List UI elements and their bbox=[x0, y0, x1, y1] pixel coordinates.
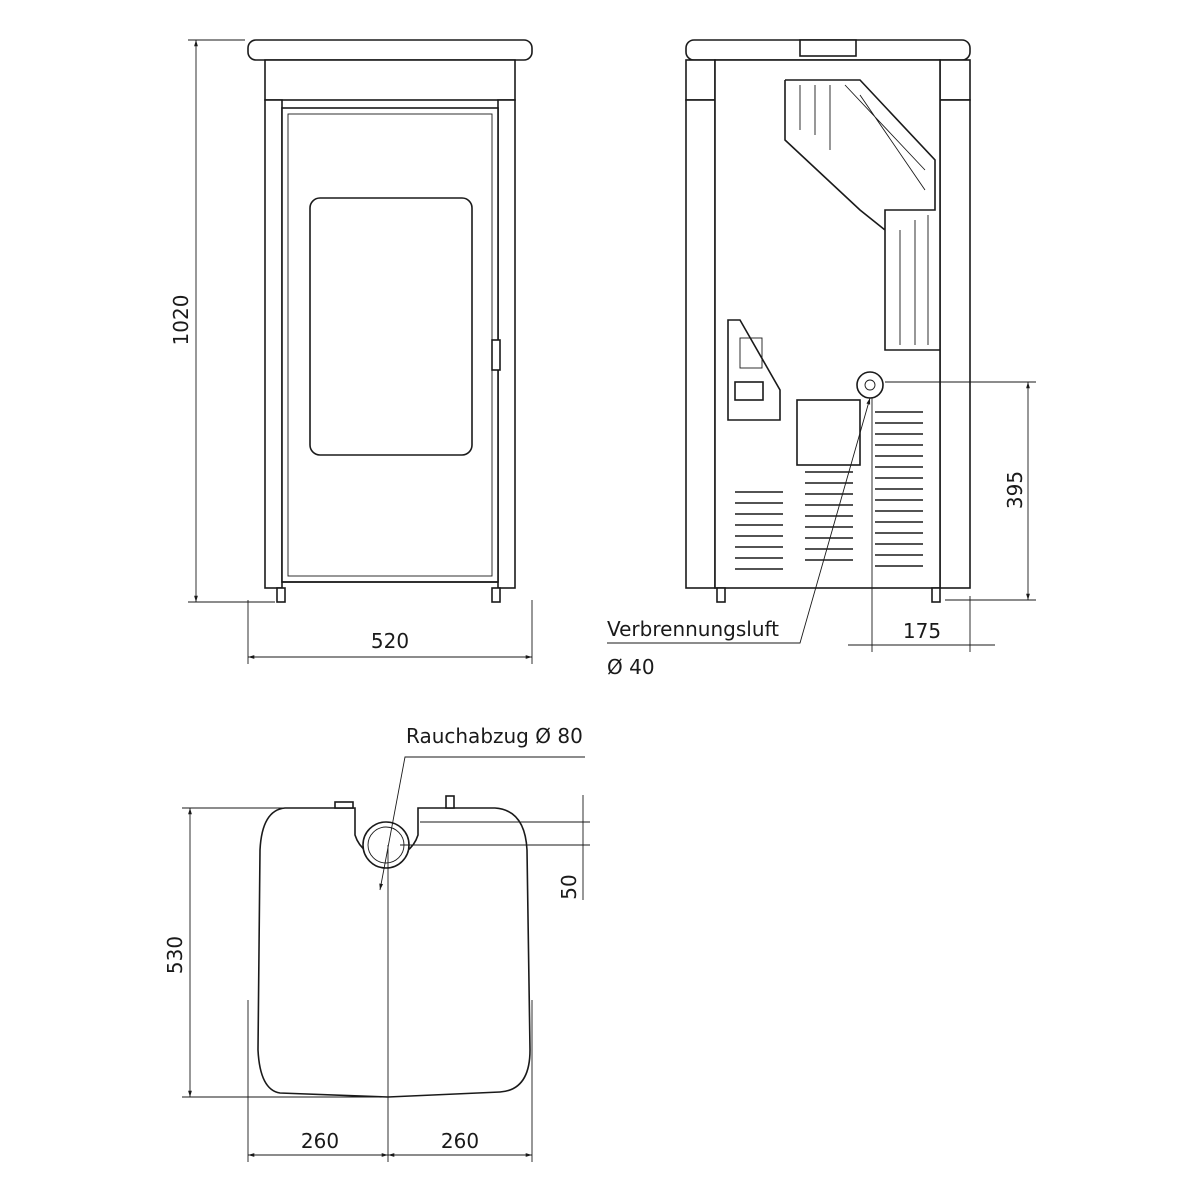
inlet-center bbox=[864, 379, 876, 391]
flue-duct bbox=[784, 79, 940, 351]
right-column bbox=[939, 99, 971, 589]
top-cover bbox=[247, 39, 533, 61]
combustion-air-leader bbox=[607, 397, 871, 644]
width-dimension-label: 520 bbox=[371, 629, 409, 653]
height-dimension-label: 1020 bbox=[169, 295, 193, 346]
inlet-height-label: 395 bbox=[1003, 471, 1027, 509]
flue-label: Rauchabzug Ø 80 bbox=[406, 724, 583, 748]
right-half-label: 260 bbox=[441, 1129, 479, 1153]
left-half-label: 260 bbox=[301, 1129, 339, 1153]
foot-right bbox=[491, 587, 501, 603]
combustion-air-diameter-label: Ø 40 bbox=[607, 655, 655, 679]
combustion-air-label: Verbrennungsluft bbox=[607, 617, 779, 641]
vent-grille-right bbox=[875, 411, 923, 567]
top-tab bbox=[334, 801, 354, 809]
vent-grille-middle bbox=[805, 471, 853, 561]
combustion-air-inlet bbox=[856, 371, 884, 399]
top-view: 50 Rauchabzug Ø 80 530 260 260 bbox=[163, 724, 590, 1162]
top-right-corner bbox=[939, 59, 971, 101]
duct-baffles bbox=[799, 84, 929, 345]
switch-panel bbox=[739, 337, 763, 369]
back-panel bbox=[714, 59, 941, 589]
flue-offset-label: 50 bbox=[557, 874, 581, 899]
foot-right bbox=[931, 587, 941, 603]
front-view: 1020 520 bbox=[169, 39, 533, 664]
top-band bbox=[264, 59, 516, 101]
top-cover-hatch bbox=[799, 39, 857, 57]
door-window bbox=[309, 197, 473, 456]
inspection-cover bbox=[796, 399, 861, 466]
foot-left bbox=[716, 587, 726, 603]
power-socket bbox=[734, 381, 764, 401]
flue-leader bbox=[379, 756, 585, 891]
vent-grille-left bbox=[735, 491, 783, 570]
foot-left bbox=[276, 587, 286, 603]
air-spigot bbox=[445, 795, 455, 809]
door-handle bbox=[491, 339, 501, 371]
top-left-corner bbox=[685, 59, 716, 101]
back-view: 395 175 Verbrennungsluft Ø 40 bbox=[607, 39, 1036, 679]
left-column bbox=[685, 99, 716, 589]
depth-label: 530 bbox=[163, 936, 187, 974]
inlet-offset-label: 175 bbox=[903, 619, 941, 643]
left-column bbox=[264, 99, 283, 589]
